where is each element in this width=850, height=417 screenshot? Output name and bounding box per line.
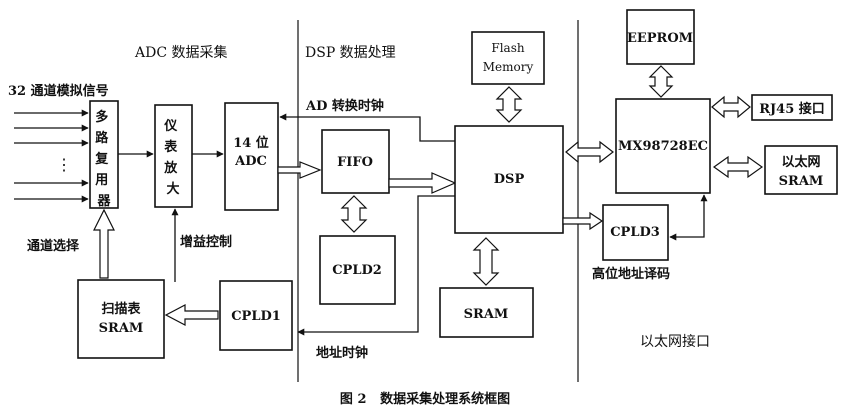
cpld2-block [319, 235, 396, 305]
mx-rj45-arrow [711, 95, 751, 119]
sram-dsp-block [439, 287, 534, 338]
figure-caption: 图 2 数据采集处理系统框图 [340, 391, 510, 407]
sram-dsp-label: SRAM [464, 307, 509, 322]
section-title-adc: ADC 数据采集 [134, 44, 228, 61]
mx98728ec-label: MX98728EC [618, 139, 708, 154]
mx-cpld3-line [669, 194, 708, 241]
mx-eth-sram-arrow [712, 155, 764, 179]
adc-label-line2: ADC [234, 154, 267, 169]
gain-control-label: 增益控制 [180, 234, 232, 250]
rj45-label: RJ45 接口 [759, 101, 825, 117]
adc-label-line1: 14 位 [233, 135, 269, 151]
scan-table-label-line2: SRAM [99, 321, 144, 336]
flash-dsp-arrow [495, 86, 523, 123]
cpld1-to-scan-arrow [164, 304, 219, 326]
dsp-block [454, 125, 564, 234]
fifo-block [321, 129, 390, 194]
mx98728ec-block [615, 98, 711, 194]
input-signal-label: 32 通道模拟信号 [8, 83, 109, 99]
eeprom-mx-arrow [648, 65, 674, 98]
addr-clock-label: 地址时钟 [316, 345, 368, 361]
cpld3-block [602, 204, 669, 261]
mux-label: 多 路 复 用 器 [94, 109, 113, 209]
eth-sram-block [764, 145, 838, 195]
fifo-label: FIFO [337, 155, 373, 170]
dsp-sram-arrow [472, 237, 500, 286]
flash-label-line1: Flash [491, 41, 524, 55]
adc-to-fifo-arrow [277, 161, 322, 179]
amp-block [154, 104, 193, 208]
dsp-mx-arrow [565, 140, 614, 164]
eth-sram-label-line2: SRAM [779, 174, 824, 189]
section-title-dsp: DSP 数据处理 [305, 45, 396, 61]
section-title-ethernet: 以太网接口 [640, 333, 710, 350]
cpld1-label: CPLD1 [231, 309, 281, 324]
input-ellipsis: ⋮ [56, 155, 72, 174]
eeprom-block [626, 9, 695, 65]
cpld3-label: CPLD3 [610, 225, 660, 240]
rj45-block [751, 94, 833, 121]
dsp-to-cpld3-arrow [562, 211, 604, 231]
flash-block [471, 31, 545, 85]
addr-clock-line [297, 195, 455, 336]
fifo-cpld2-arrow [340, 195, 368, 233]
amp-label: 仪 表 放 大 [163, 119, 182, 197]
eth-sram-label-line1: 以太网 [781, 154, 820, 170]
high-addr-decode-label: 高位地址译码 [592, 266, 670, 282]
scan-table-label-line1: 扫描表 [101, 301, 141, 317]
scan-table-sram-block [77, 279, 165, 359]
cpld1-block [219, 280, 293, 351]
channel-select-arrow [93, 208, 115, 279]
flash-label-line2: Memory [483, 60, 534, 74]
ad-clock-line [279, 113, 455, 142]
cpld2-label: CPLD2 [332, 263, 382, 278]
fifo-to-dsp-arrow [388, 172, 457, 194]
channel-select-label: 通道选择 [27, 238, 80, 254]
eeprom-label: EEPROM [627, 31, 693, 46]
dsp-label: DSP [494, 172, 525, 187]
ad-clock-label: AD 转换时钟 [305, 98, 384, 114]
adc-block [224, 102, 279, 211]
mux-block [89, 100, 119, 209]
